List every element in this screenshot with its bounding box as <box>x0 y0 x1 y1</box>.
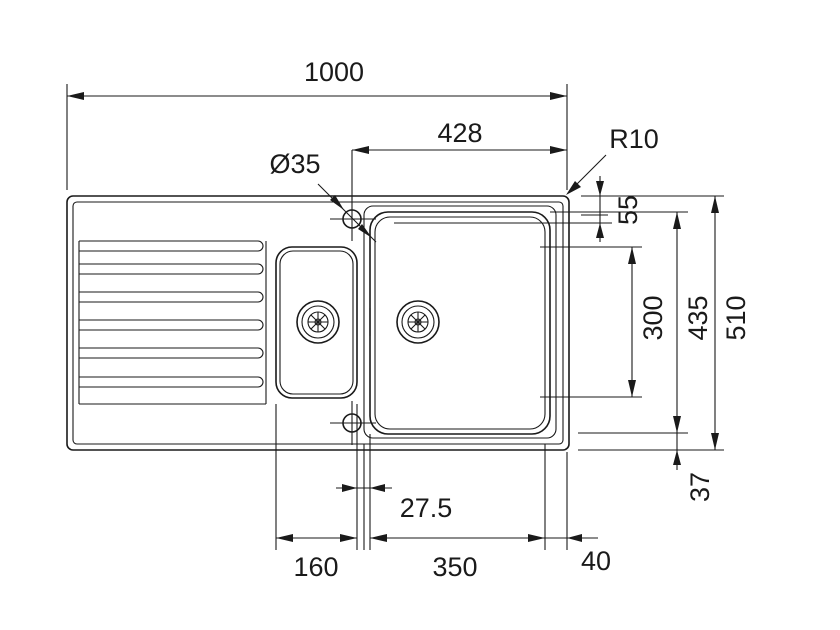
label-corner-radius: R10 <box>609 124 659 154</box>
label-tap-hole-diameter: Ø35 <box>269 149 320 179</box>
label-overall-width: 1000 <box>304 57 364 87</box>
small-bowl <box>275 246 358 399</box>
dimension-edge-margin <box>596 176 604 242</box>
label-main-bowl-offset: 428 <box>437 118 482 148</box>
extension-lines <box>66 84 724 550</box>
label-bowl-outer-depth: 435 <box>683 295 713 340</box>
dimension-overall-depth <box>711 196 719 450</box>
label-bowl-depth: 300 <box>638 295 668 340</box>
label-bowl-gap: 27.5 <box>400 493 453 523</box>
dimension-bowl-outer-depth <box>673 212 681 433</box>
dimension-bowl-gap <box>336 484 392 492</box>
label-main-bowl-width: 350 <box>432 552 477 582</box>
dimension-right-margin <box>545 534 598 542</box>
dimension-small-bowl-width <box>276 534 357 542</box>
tap-hole-bottom <box>330 401 376 445</box>
dimension-overall-width <box>67 92 567 100</box>
label-edge-margin: 55 <box>613 195 643 225</box>
sink-body <box>66 195 570 451</box>
dimension-bowl-depth <box>628 247 636 397</box>
dimension-main-bowl-offset <box>352 146 567 154</box>
small-bowl-drain <box>296 300 340 344</box>
dimension-front-margin <box>673 433 681 470</box>
label-small-bowl-width: 160 <box>293 552 338 582</box>
label-overall-depth: 510 <box>721 295 751 340</box>
main-bowl-drain <box>396 300 440 344</box>
label-right-margin: 40 <box>581 546 611 576</box>
dimension-main-bowl-width <box>370 534 545 542</box>
label-front-margin: 37 <box>685 472 715 502</box>
drainer-grooves <box>78 240 267 405</box>
leader-radius <box>566 154 607 195</box>
main-bowl <box>363 205 557 439</box>
leader-tap-hole <box>317 183 377 243</box>
